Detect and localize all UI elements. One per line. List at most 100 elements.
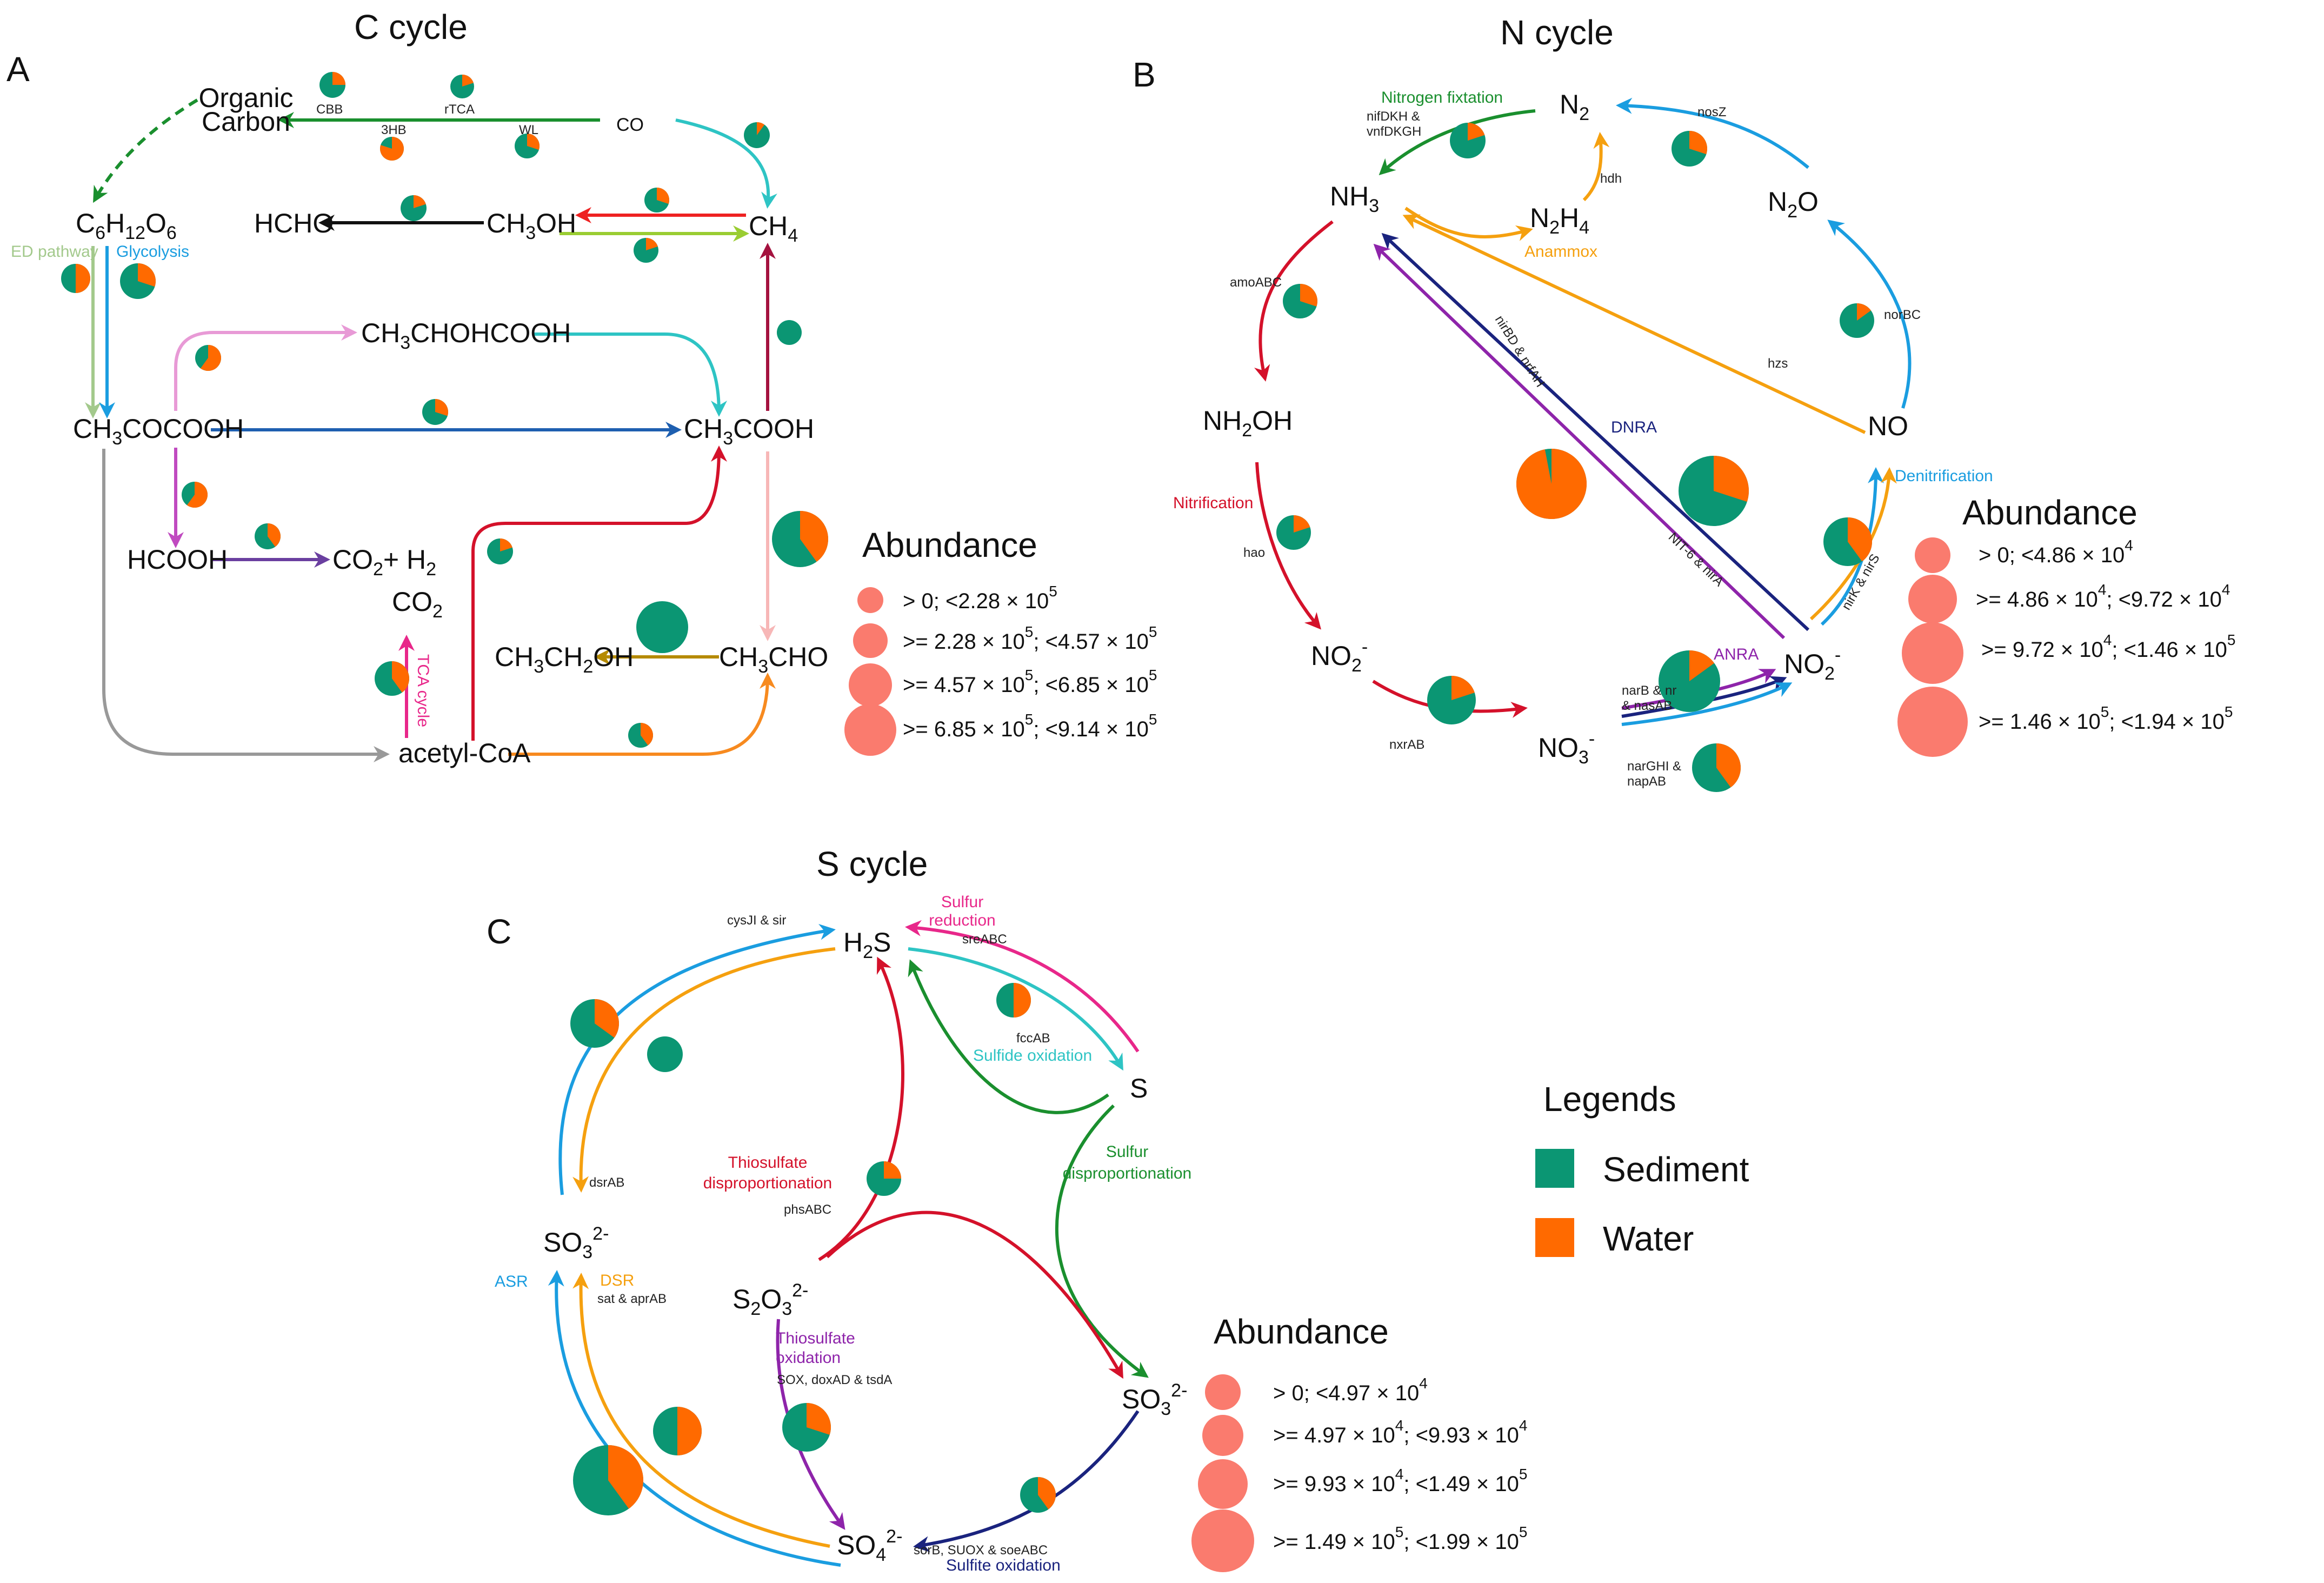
legend-circle	[1897, 687, 1968, 757]
pie-water-slice	[1714, 456, 1749, 502]
label-part: 2	[432, 601, 443, 622]
label-line: oxidation	[776, 1349, 841, 1367]
pie-chart	[782, 1403, 831, 1452]
label-part: NH	[1203, 405, 1242, 436]
legend-circle	[849, 663, 892, 707]
panel-letter: B	[1133, 55, 1156, 94]
pie-chart	[653, 1407, 702, 1455]
label-part: N	[1560, 89, 1579, 119]
label-part: 5	[1025, 667, 1034, 683]
arrow-n2o-n2	[1616, 97, 1809, 169]
pie-water-slice	[1848, 517, 1873, 562]
pie-water-slice	[392, 661, 410, 693]
node-h2s: H2S	[843, 927, 891, 962]
arrow-organic-glucose	[93, 98, 198, 203]
legend-title: Abundance	[1214, 1312, 1389, 1351]
pie-water-slice	[1468, 123, 1485, 141]
label-part: 4	[1579, 217, 1589, 238]
label-part: 2-	[1171, 1380, 1187, 1401]
titles: A C cycle B N cycle C S cycle	[6, 8, 1614, 951]
pie-chart	[996, 983, 1031, 1017]
pie-chart	[1679, 456, 1749, 526]
label-part: 2	[1579, 104, 1589, 124]
label-part: >= 4.97 × 10	[1273, 1424, 1395, 1447]
label-part: >= 1.49 × 10	[1273, 1530, 1395, 1554]
label-part: ; <4.57 × 10	[1033, 630, 1149, 654]
pie-water-slice	[1716, 743, 1741, 788]
label-part: OH	[536, 208, 576, 238]
label-part: 2	[1824, 663, 1835, 684]
arrow-dsr-top	[572, 947, 836, 1193]
pie-water-slice	[268, 523, 281, 547]
label-part: NO	[1784, 649, 1824, 679]
label-sulfide-oxidation: Sulfide oxidation	[973, 1047, 1092, 1065]
label-part: 3	[758, 656, 768, 677]
label-part: 2	[1351, 655, 1362, 676]
label-nirbd: nirBD & nrfAH	[1492, 313, 1548, 390]
label-sulfite-oxidation: Sulfite oxidation	[946, 1557, 1061, 1574]
legend-circle	[1915, 537, 1950, 573]
pie-chart	[61, 264, 90, 293]
pie-chart	[1020, 1477, 1056, 1513]
label-line: Carbon	[202, 107, 290, 137]
pie-chart	[636, 601, 688, 653]
pie-water-slice	[646, 238, 658, 250]
labels-s-cycle: H2S S SO32- S2O32- SO32- SO42- cysJI & s…	[495, 893, 1191, 1574]
pies-n-cycle	[1276, 123, 1874, 792]
node-so3-right: SO32-	[1122, 1380, 1187, 1419]
label-glycolysis: Glycolysis	[116, 243, 189, 261]
pie-chart	[1659, 650, 1720, 712]
pie-water-slice	[595, 999, 619, 1038]
pie-chart	[319, 72, 345, 98]
label-part: >= 9.93 × 10	[1273, 1472, 1395, 1496]
pie-chart	[401, 195, 427, 221]
label-part: 2	[863, 942, 873, 962]
label-line: Sulfur	[941, 893, 983, 911]
pie-chart	[744, 122, 770, 148]
pie-chart	[634, 238, 658, 263]
pie-water-slice	[884, 1161, 901, 1179]
label-part: NH	[1330, 181, 1369, 211]
sediment-label: Sediment	[1603, 1150, 1749, 1189]
panel-c-cycle	[85, 98, 777, 762]
legend-item: >= 1.46 × 105; <1.94 × 105	[1979, 703, 2233, 734]
pie-chart	[487, 538, 513, 564]
label-part: 5	[1395, 1524, 1404, 1540]
pie-chart	[1692, 743, 1741, 792]
arrow-co2-ch4	[675, 118, 777, 209]
pie-chart	[380, 137, 404, 161]
legend-circle	[1202, 1415, 1243, 1456]
pie-chart	[1276, 515, 1311, 550]
pie-chart	[573, 1445, 644, 1515]
pie-chart	[1283, 284, 1317, 318]
label-nosz: nosZ	[1697, 105, 1726, 119]
pie-water-slice	[1038, 1477, 1056, 1509]
label-part: >= 6.85 × 10	[903, 717, 1025, 741]
abundance-legend-c: Abundance > 0; <2.28 × 105 >= 2.28 × 105…	[844, 526, 1157, 756]
node-ch4: CH4	[749, 211, 798, 246]
label-part: 3	[1161, 1399, 1171, 1419]
label-line: vnfDKGH	[1367, 124, 1421, 139]
pie-sediment-slice	[647, 1036, 683, 1072]
panel-title: S cycle	[816, 844, 928, 883]
label-part: CO	[616, 115, 644, 135]
label-part: 4	[2098, 581, 2107, 598]
pie-water-slice	[1689, 650, 1715, 681]
arrow-pyruvate-acetylcoa	[102, 449, 390, 762]
label-narb: narB & nr& nasAB	[1622, 683, 1676, 713]
arrow-thio-so3	[825, 1210, 1123, 1379]
node-nh3: NH3	[1330, 181, 1379, 216]
pie-water-slice	[1294, 515, 1310, 533]
label-dsr: DSR	[600, 1272, 634, 1289]
label-hzs: hzs	[1768, 356, 1788, 371]
label-anammox: Anammox	[1524, 243, 1597, 261]
node-acetyl-coa: acetyl-CoA	[398, 738, 531, 768]
arrow-acetylcoa-acetate	[471, 445, 727, 741]
pie-water-slice	[1300, 284, 1317, 307]
label-part: 2-	[592, 1223, 609, 1244]
label-part: 2	[426, 559, 436, 580]
label-tca-cycle: TCA cycle	[414, 654, 432, 727]
